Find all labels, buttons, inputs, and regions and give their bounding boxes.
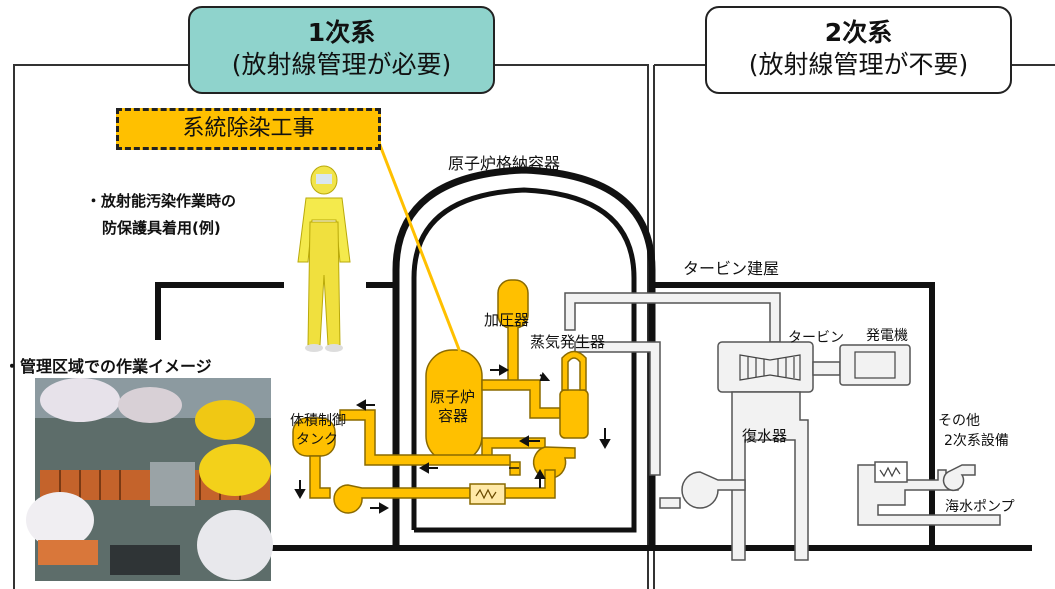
primary-system-subtitle: (放射線管理が必要) <box>231 50 452 79</box>
condenser-label: 復水器 <box>742 427 788 445</box>
secondary-system-subtitle: (放射線管理が不要) <box>748 50 969 79</box>
volume-control-label-line2: タンク <box>296 432 338 448</box>
other-equipment-label-line2: 2次系設備 <box>944 433 1009 449</box>
turbine-detail <box>739 351 901 478</box>
suit-caption-line1: ・放射能汚染作業時の <box>86 192 237 210</box>
suit-caption-line2: 防保護具着用(例) <box>102 219 221 237</box>
seawater-pump-label: 海水ポンプ <box>945 499 1015 515</box>
containment-vessel <box>392 166 656 548</box>
secondary-loop <box>564 292 1001 561</box>
primary-loop <box>292 279 589 514</box>
secondary-system-title: 2次系 <box>824 18 893 47</box>
protective-suit-figure <box>286 160 366 356</box>
reactor-label-line1: 原子炉 <box>430 388 476 406</box>
decontamination-callout: 系統除染工事 <box>116 108 381 150</box>
work-scene-photo <box>26 378 273 581</box>
primary-system-header: 1次系 (放射線管理が必要) <box>188 6 495 94</box>
volume-control-label-line1: 体積制御 <box>290 413 346 429</box>
steam-generator-label: 蒸気発生器 <box>530 333 606 351</box>
heat-exchanger-detail <box>475 488 497 500</box>
generator-label: 発電機 <box>866 328 908 344</box>
callout-line <box>376 139 462 353</box>
pressurizer-label: 加圧器 <box>484 311 530 329</box>
flow-arrows <box>294 364 611 514</box>
primary-system-title: 1次系 <box>307 18 376 47</box>
other-equipment-label-line1: その他 <box>938 413 980 429</box>
turbine-label: タービン <box>788 330 844 346</box>
building-walls <box>155 282 1032 551</box>
containment-label: 原子炉格納容器 <box>448 154 561 173</box>
work-caption: ・管理区域での作業イメージ <box>4 357 212 376</box>
reactor-label-line2: 容器 <box>438 407 469 425</box>
turbine-building-label: タービン建屋 <box>683 259 780 278</box>
secondary-system-header: 2次系 (放射線管理が不要) <box>705 6 1012 94</box>
